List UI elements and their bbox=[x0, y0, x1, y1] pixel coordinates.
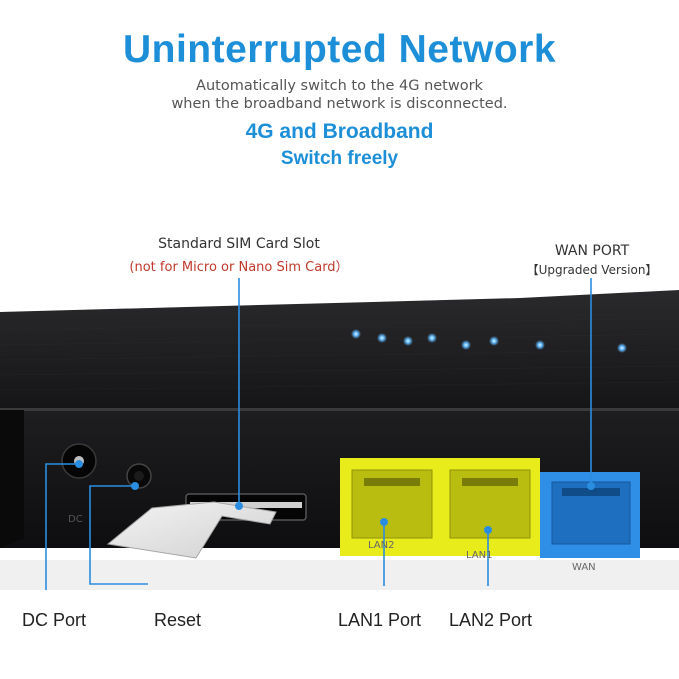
reset-label: Reset bbox=[154, 610, 202, 630]
router-top-surface bbox=[0, 290, 679, 412]
led-indicators bbox=[351, 329, 627, 353]
lan2-port-label: LAN2 Port bbox=[449, 610, 533, 630]
dc-port-label: DC Port bbox=[22, 610, 87, 630]
reset-hole bbox=[126, 463, 152, 489]
subtitle-line-1: Automatically switch to the 4G network bbox=[196, 78, 483, 94]
feature-line-1: 4G and Broadband bbox=[245, 120, 434, 143]
wan-port-title: WAN PORT bbox=[554, 243, 630, 259]
lan1-print-label: LAN1 bbox=[466, 550, 493, 561]
lan2-ethernet-port bbox=[340, 458, 442, 556]
callout-lines bbox=[45, 278, 592, 590]
wan-print-label: WAN bbox=[572, 562, 596, 573]
callout-dots bbox=[75, 460, 595, 534]
subtitle-line-2: when the broadband network is disconnect… bbox=[171, 96, 508, 112]
lan1-ethernet-port bbox=[440, 458, 540, 556]
sim-slot-title: Standard SIM Card Slot bbox=[158, 236, 320, 252]
headline: Uninterrupted Network bbox=[122, 28, 557, 71]
sim-card bbox=[106, 501, 277, 559]
lan2-print-label: LAN2 bbox=[368, 540, 395, 551]
lan1-port-label: LAN1 Port bbox=[338, 610, 422, 630]
wan-port-note: 【Upgraded Version】 bbox=[526, 263, 658, 277]
feature-line-2: Switch freely bbox=[280, 148, 399, 169]
wan-ethernet-port bbox=[540, 472, 640, 558]
dc-print-label: DC bbox=[68, 514, 83, 525]
sim-slot-note: (not for Micro or Nano Sim Card） bbox=[129, 260, 349, 275]
